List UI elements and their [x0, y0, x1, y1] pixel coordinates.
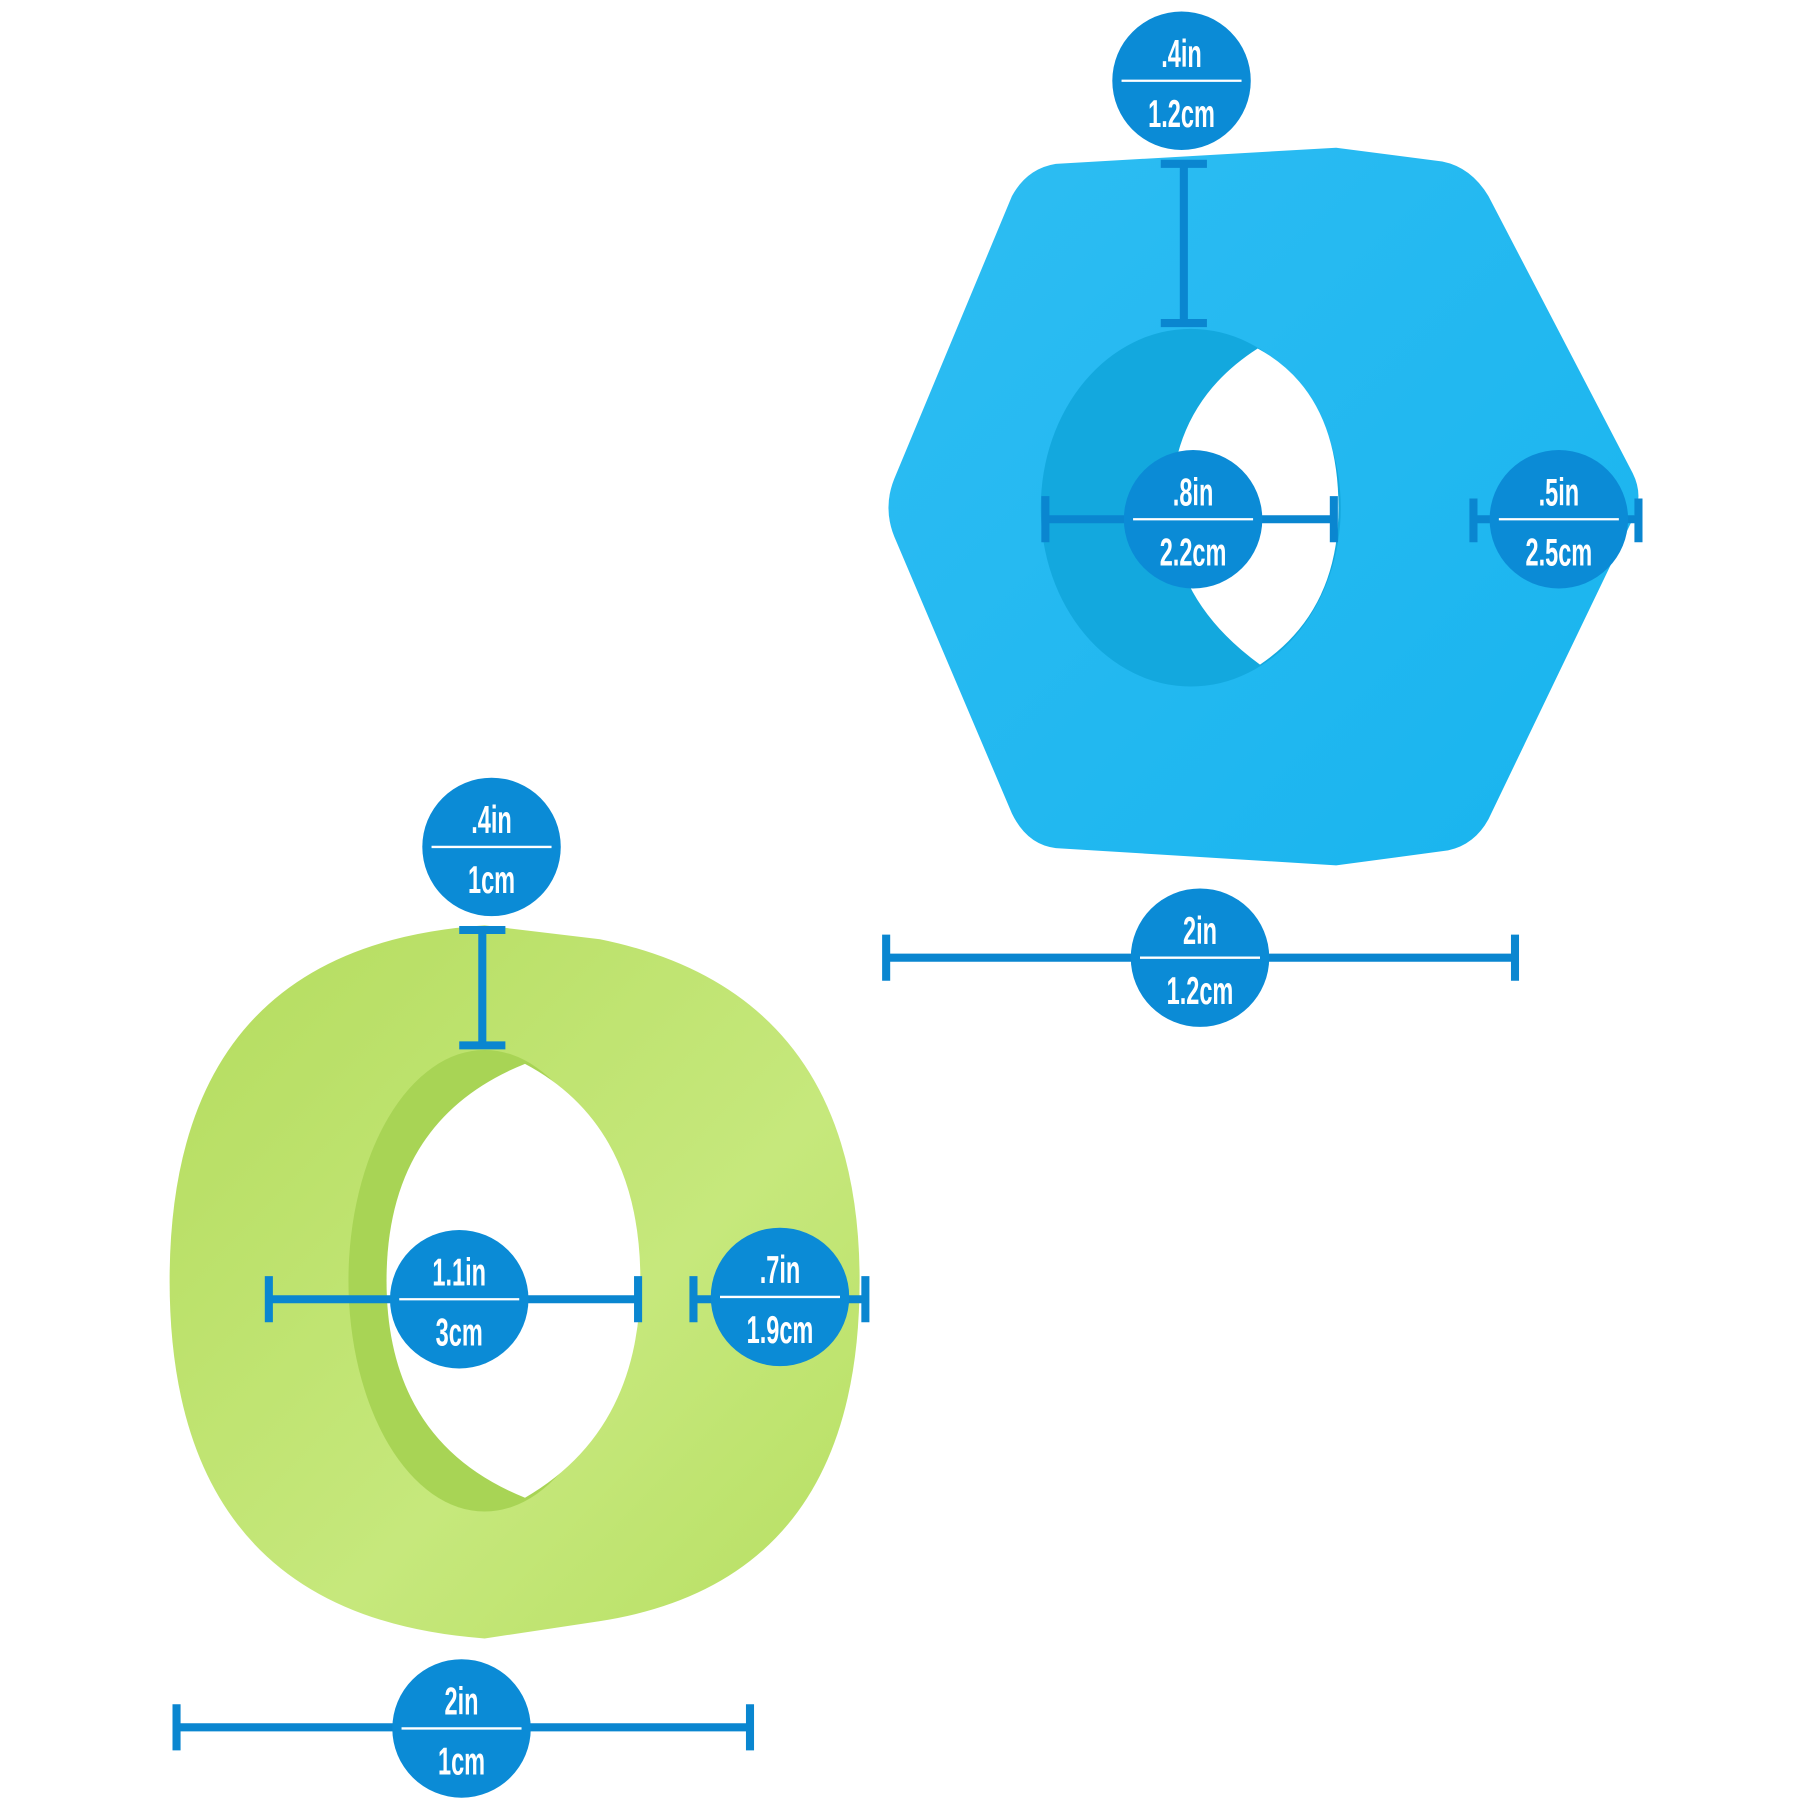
- inch-value: 1.1in: [432, 1250, 486, 1294]
- inch-value: .7in: [760, 1248, 801, 1292]
- cm-value: 1cm: [468, 858, 515, 902]
- ring-top-measure: [459, 925, 506, 1050]
- inch-value: .4in: [1161, 32, 1202, 76]
- cm-value: 2.2cm: [1160, 530, 1227, 574]
- cm-value: 2.5cm: [1525, 530, 1592, 574]
- ring-inner-badge: 1.1in 3cm: [390, 1230, 529, 1369]
- cm-value: 1cm: [438, 1739, 485, 1783]
- ring-side-badge: .7in 1.9cm: [710, 1227, 850, 1367]
- hex-top-badge: .4in 1.2cm: [1112, 11, 1251, 150]
- hex-side-badge: .5in 2.5cm: [1489, 450, 1629, 589]
- cm-value: 3cm: [436, 1310, 483, 1354]
- inch-value: 2in: [445, 1679, 479, 1723]
- inch-value: .5in: [1539, 470, 1580, 514]
- hexagon-ring: [888, 147, 1639, 866]
- cm-value: 1.9cm: [747, 1308, 814, 1352]
- ring-width-badge: 2in 1cm: [392, 1659, 531, 1798]
- cm-value: 1.2cm: [1148, 92, 1215, 136]
- inch-value: .8in: [1173, 470, 1214, 514]
- hex-top-measure: [1160, 159, 1207, 328]
- hex-inner-badge: .8in 2.2cm: [1123, 450, 1263, 589]
- inch-value: .4in: [471, 798, 512, 842]
- ring-top-badge: .4in 1cm: [422, 777, 561, 917]
- hex-width-badge: 2in 1.2cm: [1130, 888, 1270, 1027]
- cm-value: 1.2cm: [1167, 969, 1234, 1013]
- inch-value: 2in: [1183, 909, 1217, 953]
